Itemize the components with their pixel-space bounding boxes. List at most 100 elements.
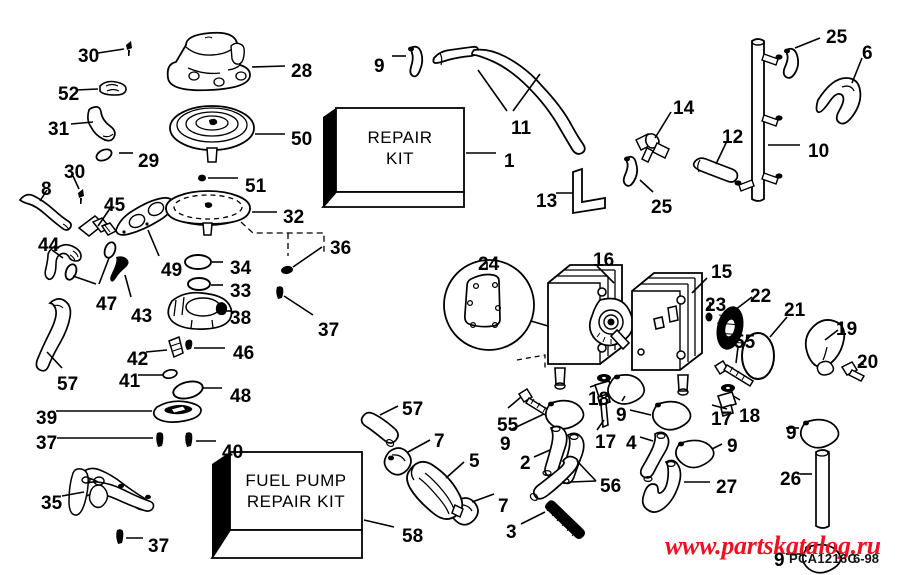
figure-date: 6-98 — [853, 551, 880, 566]
callout-42: 42 — [127, 349, 149, 370]
callout-18: 18 — [588, 389, 610, 410]
callout-49: 49 — [161, 260, 183, 281]
callout-17: 17 — [595, 432, 617, 453]
part-50-diaphragm — [169, 105, 285, 163]
part-30-screw-top — [97, 41, 132, 56]
callout-31: 31 — [48, 119, 70, 140]
part-9-clamp-d — [675, 439, 723, 469]
callout-40: 40 — [222, 442, 244, 463]
part-16-fuel-pump-left — [547, 264, 634, 390]
part-4-hose — [639, 431, 670, 479]
part-17-fitting-right — [711, 391, 738, 418]
callout-9: 9 — [774, 550, 785, 571]
callout-30: 30 — [78, 46, 100, 67]
callout-7: 7 — [434, 431, 445, 452]
part-41-o-ring — [138, 368, 178, 380]
part-30-screw-mid — [72, 175, 84, 204]
part-23-plug — [705, 302, 713, 322]
figure-code: PCA1216C — [789, 551, 858, 566]
callout-41: 41 — [119, 371, 141, 392]
part-8-hose — [18, 189, 72, 231]
callout-19: 19 — [836, 319, 858, 340]
part-20-screw — [840, 361, 866, 382]
part-28-cover — [166, 31, 286, 92]
part-24-detail-circle — [443, 259, 549, 351]
callout-33: 33 — [230, 281, 252, 302]
callout-35: 35 — [41, 493, 63, 514]
part-9-clamp-top — [392, 45, 424, 78]
part-37-screw-bottom — [116, 529, 143, 544]
part-32-fuel-bowl — [165, 190, 277, 236]
callout-44: 44 — [38, 235, 60, 256]
callout-47: 47 — [96, 294, 118, 315]
callout-8: 8 — [41, 179, 52, 200]
callout-17: 17 — [711, 409, 733, 430]
part-3-spring — [520, 500, 585, 539]
part-35-pliers — [61, 467, 155, 516]
callout-57: 57 — [57, 374, 79, 395]
callout-2: 2 — [520, 453, 531, 474]
part-42-fitting — [145, 335, 184, 359]
part-9-clamp-f — [786, 543, 842, 574]
part-11-hoses — [432, 45, 586, 155]
part-9-clamp-a — [607, 374, 646, 405]
callout-1: 1 — [504, 151, 515, 172]
fuel-pump-repair-kit-box-label: FUEL PUMP REPAIR KIT — [245, 471, 347, 512]
part-55-bolt-right — [713, 346, 755, 388]
callout-5: 5 — [469, 451, 480, 472]
part-36-plug — [281, 246, 323, 275]
callout-24: 24 — [478, 254, 500, 275]
callout-6: 6 — [862, 43, 873, 64]
callout-13: 13 — [536, 191, 558, 212]
callout-45: 45 — [104, 195, 126, 216]
callout-46: 46 — [233, 343, 255, 364]
part-51-plug — [198, 174, 238, 182]
callout-29: 29 — [138, 151, 160, 172]
callout-23: 23 — [705, 295, 727, 316]
part-46-plug — [185, 339, 225, 350]
repair-kit-box-label: REPAIR KIT — [367, 128, 433, 169]
callout-55: 55 — [734, 332, 756, 353]
part-27-u-hose — [641, 459, 710, 513]
callout-3: 3 — [506, 522, 517, 543]
dashed-connector-36 — [240, 221, 325, 256]
part-44-elbow — [44, 243, 82, 281]
callout-37: 37 — [318, 320, 340, 341]
part-43-needle-valve — [110, 256, 132, 298]
part-15-fuel-pump-right — [631, 272, 708, 396]
part-25-clamp-center — [622, 155, 654, 193]
callout-22: 22 — [750, 286, 772, 307]
part-56-hose-b — [529, 455, 597, 502]
part-14-tee-fitting — [634, 111, 672, 164]
callout-9: 9 — [786, 423, 797, 444]
callout-39: 39 — [36, 408, 58, 429]
callout-43: 43 — [131, 306, 153, 327]
part-33-o-ring — [187, 277, 223, 291]
part-57-hose-left — [35, 298, 72, 372]
callout-7: 7 — [498, 496, 509, 517]
callout-9: 9 — [616, 405, 627, 426]
part-6-bracket — [815, 57, 863, 125]
callout-28: 28 — [291, 61, 313, 82]
callout-52: 52 — [58, 84, 80, 105]
callout-16: 16 — [593, 250, 615, 271]
part-57-tube-mid — [360, 405, 399, 448]
part-48-o-ring — [172, 380, 222, 400]
part-10-fuel-rail — [734, 38, 800, 202]
callout-12: 12 — [722, 127, 744, 148]
part-21-o-ring — [741, 316, 788, 380]
callout-9: 9 — [374, 56, 385, 77]
part-26-hose — [800, 449, 830, 529]
callout-57: 57 — [402, 399, 424, 420]
callout-25: 25 — [651, 197, 673, 218]
callout-32: 32 — [283, 207, 305, 228]
callout-48: 48 — [230, 386, 252, 407]
callout-9: 9 — [727, 436, 738, 457]
part-31-hose — [70, 106, 116, 142]
part-39-valve-plate — [56, 400, 202, 423]
callout-30: 30 — [64, 162, 86, 183]
part-5-fuel-filter — [406, 460, 465, 520]
callout-36: 36 — [330, 238, 352, 259]
callout-9: 9 — [500, 434, 511, 455]
